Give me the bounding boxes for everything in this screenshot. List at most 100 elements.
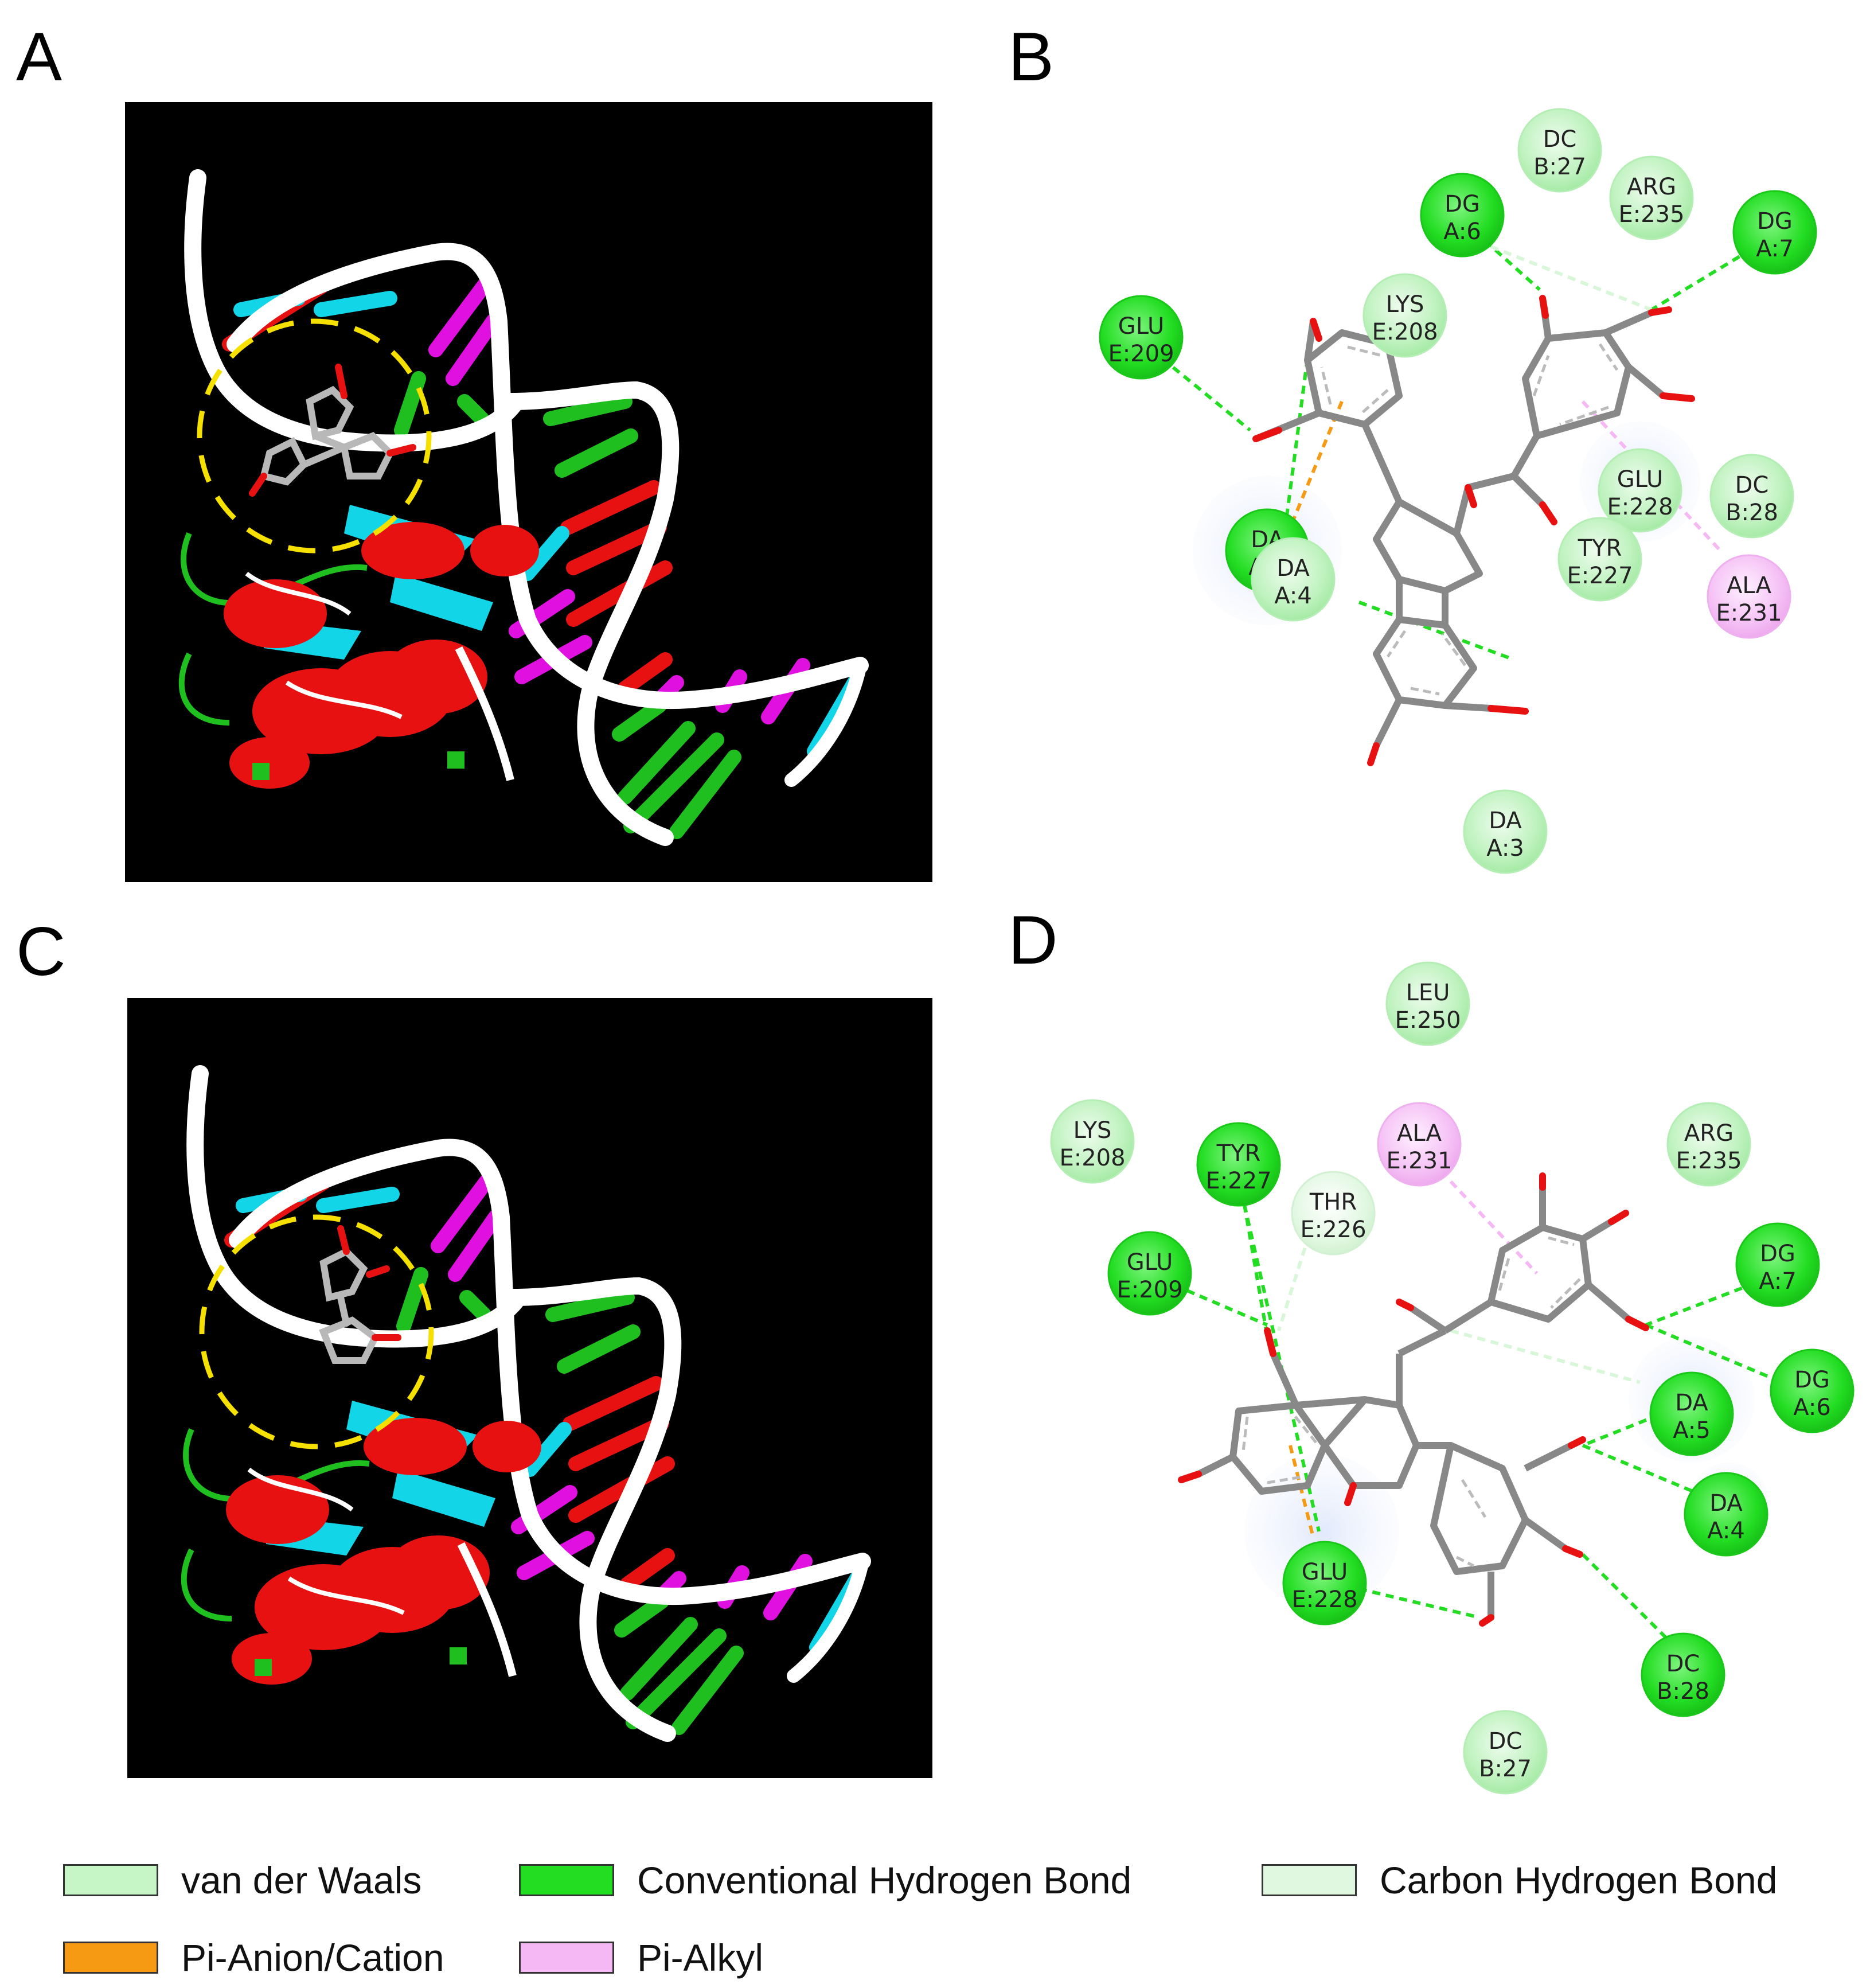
residue-d-dc-b27: DCB:27	[1463, 1710, 1548, 1795]
residue-id: E:231	[1716, 600, 1782, 626]
residue-d-da-a5: DAA:5	[1649, 1371, 1734, 1456]
legend-swatch	[519, 1942, 614, 1974]
residue-id: B:27	[1533, 154, 1586, 180]
residue-disc	[1666, 1102, 1751, 1187]
panel-label-c: C	[16, 913, 66, 990]
protein-domain-c	[181, 1401, 541, 1685]
residue-id: E:227	[1567, 563, 1633, 589]
ligand-stick-c	[319, 1225, 401, 1364]
residue-disc	[1609, 155, 1694, 240]
residue-name: LYS	[1073, 1117, 1112, 1144]
dna-protein-render-a	[178, 169, 869, 846]
residue-name: THR	[1309, 1189, 1357, 1215]
residue-disc	[1362, 273, 1447, 358]
legend-label: van der Waals	[181, 1859, 422, 1901]
residue-name: ARG	[1627, 174, 1676, 200]
residue-disc	[1770, 1348, 1855, 1433]
residue-b-dg-a7: DGA:7	[1732, 190, 1817, 275]
residue-name: DA	[1276, 555, 1310, 582]
legend-swatch	[63, 1864, 158, 1896]
residue-d-da-a4: DAA:4	[1684, 1472, 1768, 1557]
oxygen-atoms-d	[1178, 1172, 1649, 1627]
residue-disc	[1196, 1122, 1281, 1207]
legend-label: Pi-Alkyl	[637, 1936, 764, 1979]
residue-id: E:208	[1059, 1145, 1125, 1171]
oxygen-atoms-b	[1252, 295, 1695, 766]
residue-name: DC	[1543, 126, 1577, 153]
residue-b-da-a4: DAA:4	[1251, 537, 1336, 622]
residue-name: DG	[1760, 1241, 1795, 1267]
residue-disc	[1463, 1710, 1548, 1795]
residue-id: E:208	[1372, 319, 1438, 345]
legend-label: Carbon Hydrogen Bond	[1380, 1859, 1778, 1901]
protein-domain-a	[178, 505, 539, 789]
residue-name: ALA	[1397, 1120, 1442, 1147]
residue-name: DC	[1735, 472, 1769, 498]
residue-disc	[1282, 1541, 1367, 1626]
residue-disc	[1684, 1472, 1768, 1557]
legend-item-hbond: Conventional Hydrogen Bond	[519, 1858, 1131, 1902]
residue-b-dc-b28: DCB:28	[1709, 454, 1794, 539]
residue-name: LYS	[1386, 291, 1424, 318]
residue-id: E:228	[1291, 1586, 1357, 1613]
panel-label-a: A	[16, 18, 62, 95]
residue-id: E:209	[1108, 341, 1174, 367]
residue-id: A:5	[1673, 1417, 1711, 1444]
residue-id: E:250	[1395, 1007, 1461, 1034]
residue-d-dg-a7: DGA:7	[1735, 1222, 1820, 1307]
ligand-stick-a	[249, 364, 416, 497]
residue-name: DC	[1489, 1728, 1522, 1755]
residue-name: DA	[1489, 808, 1522, 834]
residue-b-dc-b27: DCB:27	[1517, 108, 1602, 193]
residue-name: GLU	[1302, 1559, 1348, 1585]
residue-disc	[1377, 1102, 1462, 1187]
residue-id: B:28	[1657, 1678, 1709, 1705]
panel-label-b: B	[1008, 18, 1054, 95]
residue-name: DA	[1709, 1490, 1743, 1517]
residue-name: TYR	[1578, 535, 1622, 562]
legend-item-pi_alkyl: Pi-Alkyl	[519, 1936, 763, 1979]
ligand-skeleton-d	[1197, 1187, 1631, 1617]
residue-name: DG	[1757, 208, 1793, 235]
residue-name: GLU	[1127, 1249, 1173, 1276]
residue-id: A:4	[1274, 583, 1312, 609]
legend: van der Waals Conventional Hydrogen Bond C…	[0, 1824, 1874, 1988]
residue-name: GLU	[1617, 466, 1664, 493]
residue-disc	[1107, 1231, 1192, 1316]
residue-name: DG	[1444, 191, 1480, 217]
legend-swatch	[519, 1864, 614, 1896]
residue-id: E:209	[1116, 1277, 1182, 1303]
dna-protein-render-c	[181, 1065, 871, 1742]
residue-id: A:7	[1756, 236, 1794, 262]
residue-disc	[1517, 108, 1602, 193]
residue-name: DA	[1675, 1390, 1708, 1416]
residue-id: E:235	[1676, 1148, 1742, 1174]
residue-name: GLU	[1118, 313, 1165, 340]
legend-item-pi_anion: Pi-Anion/Cation	[63, 1936, 444, 1979]
residue-name: ARG	[1684, 1120, 1734, 1147]
ligand-skeleton-b	[1254, 298, 1665, 747]
residue-id: E:235	[1618, 201, 1684, 228]
residue-disc	[1463, 789, 1548, 874]
residue-name: LEU	[1406, 980, 1450, 1006]
residue-id: A:4	[1707, 1518, 1745, 1544]
residue-disc	[1735, 1222, 1820, 1307]
legend-swatch	[63, 1942, 158, 1974]
residue-id: B:27	[1479, 1756, 1532, 1782]
residue-id: A:7	[1759, 1268, 1797, 1295]
legend-swatch	[1262, 1864, 1357, 1896]
residue-disc	[1291, 1171, 1376, 1256]
residue-b-dg-a6: DGA:6	[1420, 173, 1505, 258]
panel-label-d: D	[1008, 902, 1058, 979]
residue-b-da-a3: DAA:3	[1463, 789, 1548, 874]
